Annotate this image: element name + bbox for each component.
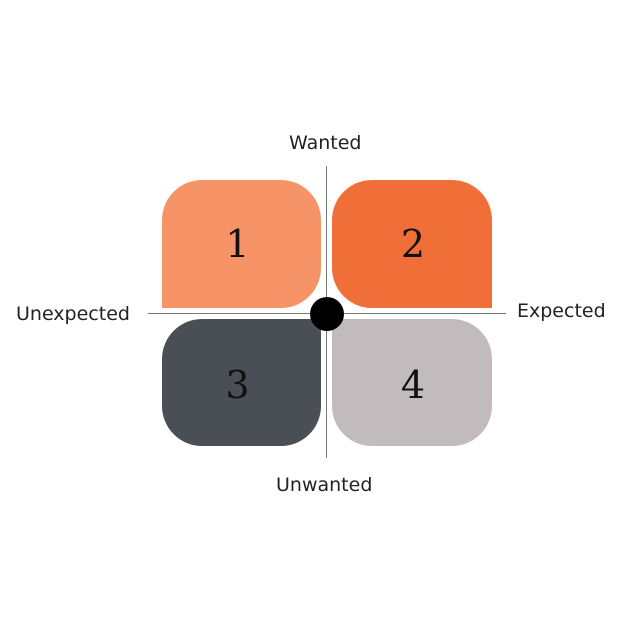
quadrant-1-number: 1 bbox=[225, 222, 250, 266]
quadrant-2: 2 bbox=[332, 180, 492, 308]
quadrant-1: 1 bbox=[162, 180, 321, 308]
axis-label-expected: Expected bbox=[517, 300, 606, 322]
axis-label-wanted: Wanted bbox=[289, 132, 362, 154]
center-dot bbox=[310, 297, 344, 331]
quadrant-4-number: 4 bbox=[400, 362, 426, 407]
quadrant-2-number: 2 bbox=[400, 222, 426, 266]
quadrant-3-number: 3 bbox=[225, 362, 250, 407]
quadrant-4: 4 bbox=[332, 319, 492, 446]
axis-label-unexpected: Unexpected bbox=[16, 303, 130, 325]
quadrant-3: 3 bbox=[162, 319, 321, 446]
axis-label-unwanted: Unwanted bbox=[276, 474, 373, 496]
